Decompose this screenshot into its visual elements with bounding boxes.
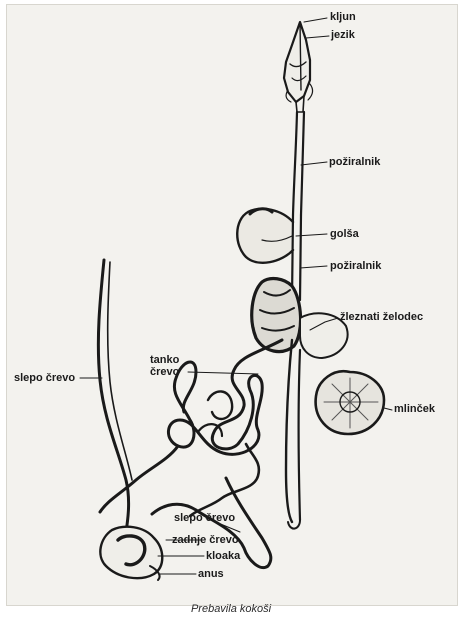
duodenal-loop-drawing xyxy=(286,340,300,529)
label-zadnje-crevo: zadnje črevo xyxy=(172,534,239,546)
label-anus: anus xyxy=(198,568,224,580)
label-jezik: jezik xyxy=(331,29,355,41)
cloaca-drawing xyxy=(100,527,162,580)
gizzard-drawing xyxy=(316,371,384,434)
label-slepo-crevo-left: slepo črevo xyxy=(14,372,75,384)
label-golsa: golša xyxy=(330,228,359,240)
label-poziralnik-top: požiralnik xyxy=(329,156,380,168)
esophagus-upper-drawing xyxy=(293,112,304,215)
label-zleznati-zelodec: žleznati želodec xyxy=(340,311,423,323)
label-mlincek: mlinček xyxy=(394,403,435,415)
label-kloaka: kloaka xyxy=(206,550,240,562)
label-tanko-crevo: tanko črevo xyxy=(150,354,179,378)
label-kljun: kljun xyxy=(330,11,356,23)
cecum-left-drawing xyxy=(98,260,132,546)
label-poziralnik-lower: požiralnik xyxy=(330,260,381,272)
crop-drawing xyxy=(237,209,293,263)
beak-drawing xyxy=(284,22,313,112)
label-slepo-crevo-bottom: slepo črevo xyxy=(174,512,235,524)
figure-caption: Prebavila kokoši xyxy=(0,603,462,615)
